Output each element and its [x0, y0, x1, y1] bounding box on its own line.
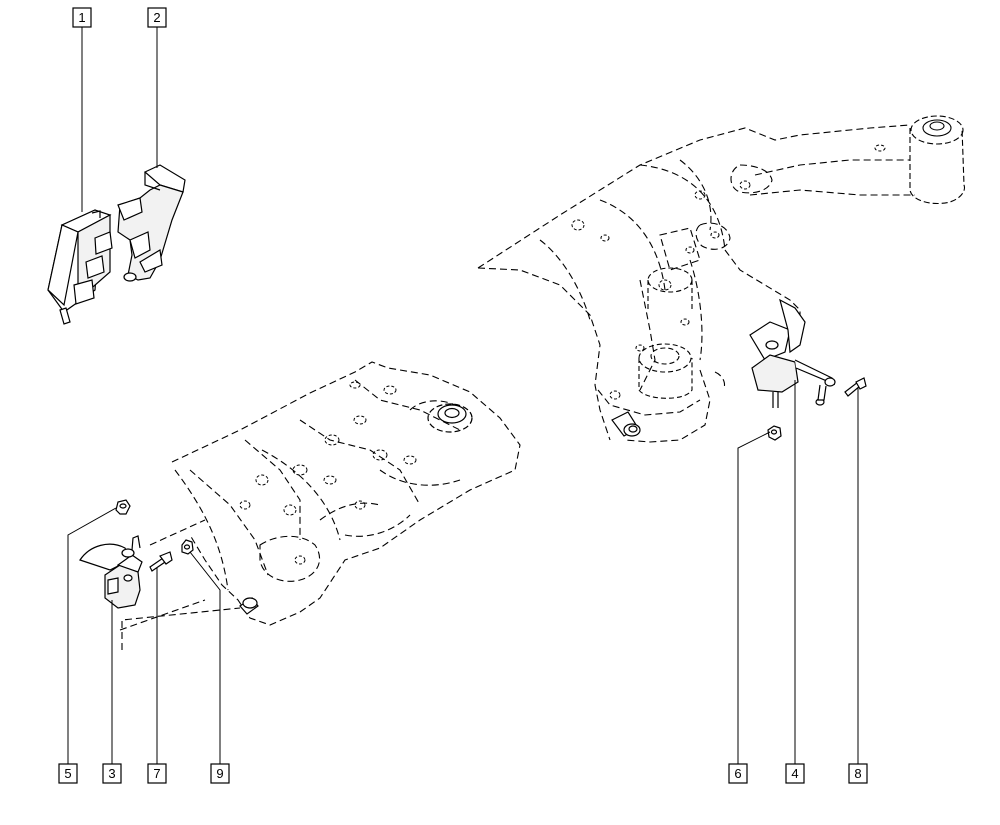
callout-label-1: 1: [78, 10, 85, 25]
front-height-sensor-part: [79, 535, 143, 609]
bolt-part-8: [844, 377, 867, 397]
bracket-part: [117, 164, 186, 282]
callout-7: 7: [147, 763, 167, 784]
callout-label-5: 5: [64, 766, 71, 781]
callout-2: 2: [147, 7, 167, 28]
callout-label-4: 4: [791, 766, 798, 781]
bolt-part-7: [149, 551, 173, 572]
nut-part-6: [767, 425, 782, 441]
callout-label-7: 7: [153, 766, 160, 781]
callout-label-6: 6: [734, 766, 741, 781]
leader-lines: [67, 27, 859, 764]
callout-8: 8: [848, 763, 868, 784]
callout-4: 4: [785, 763, 805, 784]
rear-height-sensor-part: [749, 298, 836, 408]
rear-axle-holes: [571, 144, 886, 400]
rear-bushing-housing: [909, 115, 966, 205]
callout-label-3: 3: [108, 766, 115, 781]
callout-1: 1: [72, 7, 92, 28]
callout-3: 3: [102, 763, 122, 784]
ecu-module-part: [47, 209, 113, 325]
front-bushing-mount: [427, 403, 473, 433]
callout-5: 5: [58, 763, 78, 784]
front-subframe-stud: [239, 597, 259, 615]
nut-part-9: [181, 539, 194, 555]
front-subframe-holes: [239, 381, 417, 565]
callout-9: 9: [210, 763, 230, 784]
callout-label-2: 2: [153, 10, 160, 25]
rear-hub-bushings: [638, 267, 693, 399]
nut-part-5: [115, 499, 131, 515]
callout-label-9: 9: [216, 766, 223, 781]
callout-6: 6: [728, 763, 748, 784]
rear-axle-outline: [477, 124, 915, 443]
callout-label-8: 8: [854, 766, 861, 781]
rear-axle-stud: [611, 411, 641, 437]
